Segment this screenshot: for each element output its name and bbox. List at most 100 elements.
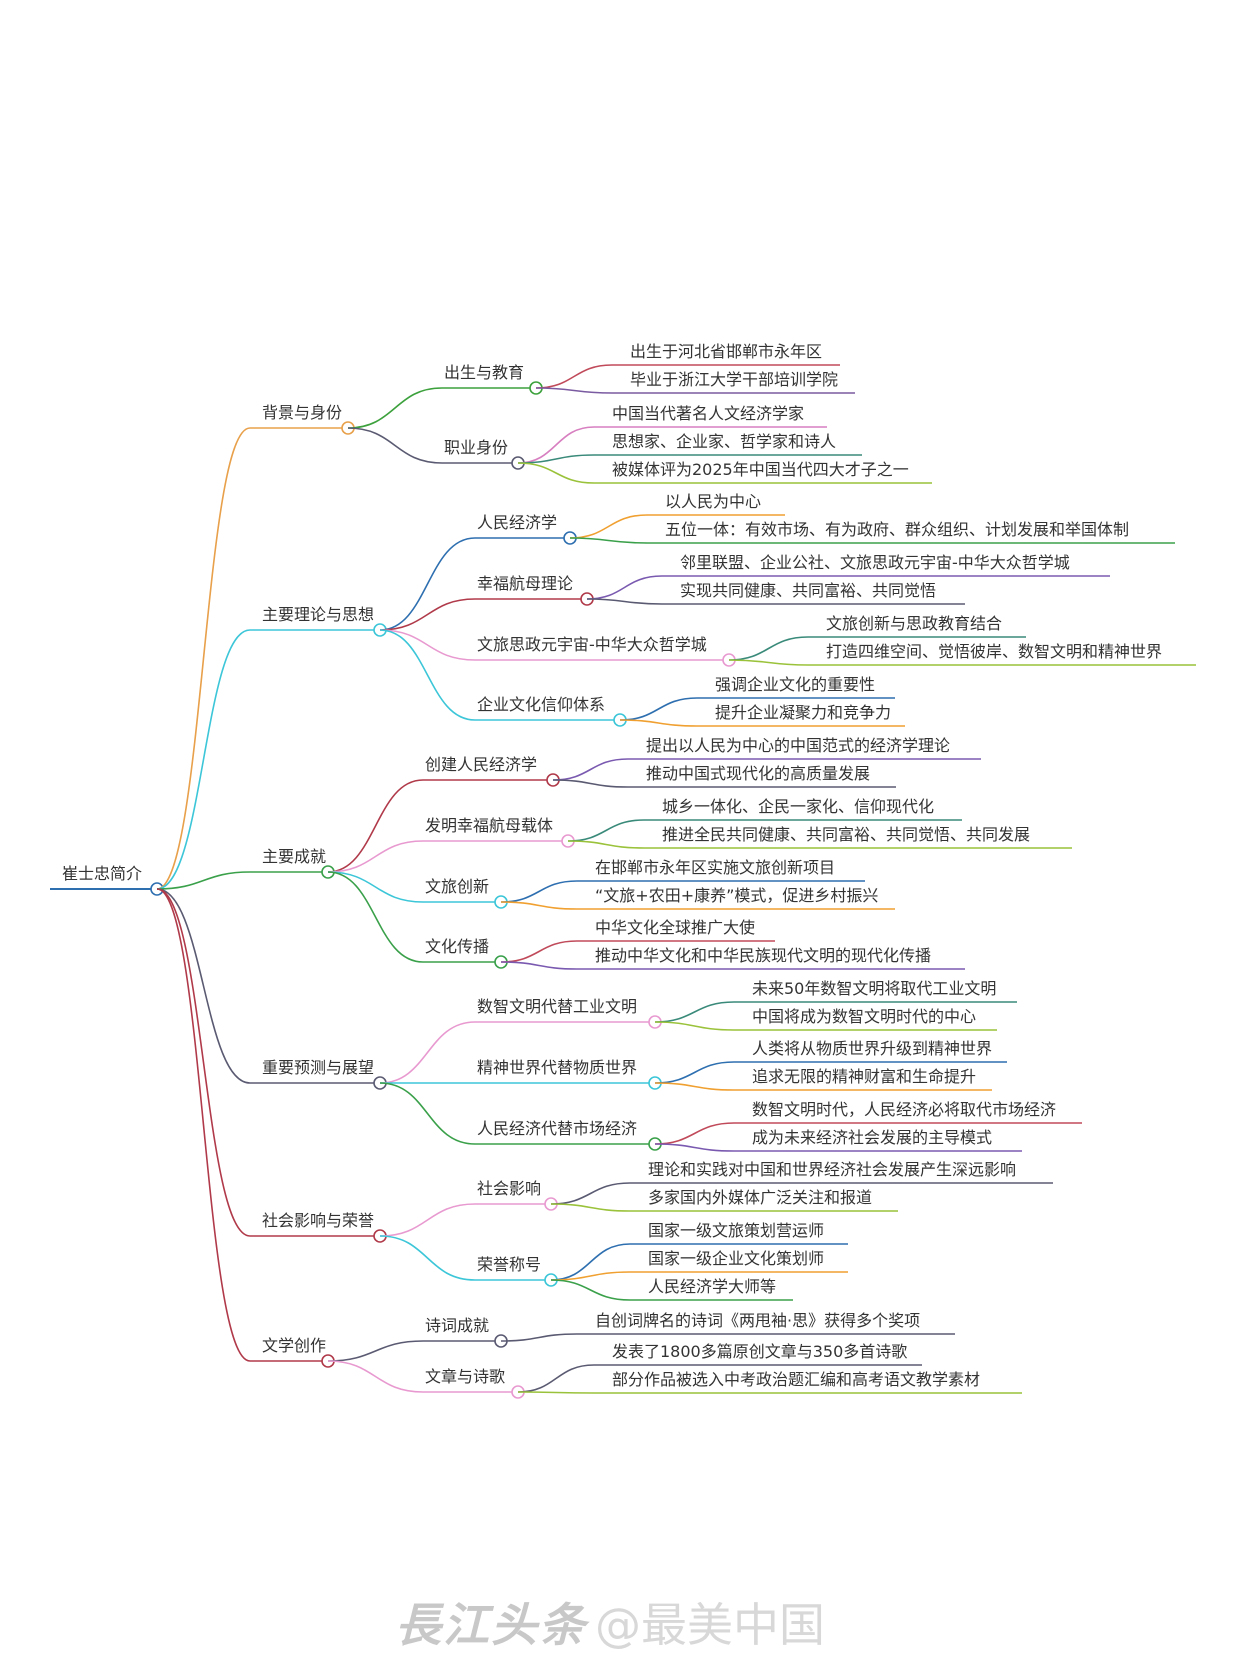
detail-node-label: 自创词牌名的诗词《两甩袖·思》获得多个奖项: [595, 1311, 921, 1330]
branch-node-label: 重要预测与展望: [262, 1058, 375, 1077]
topic-connector: [347, 387, 443, 429]
topic-node-label: 幸福航母理论: [477, 574, 574, 593]
topic-node-label: 社会影响: [477, 1179, 542, 1198]
detail-connector: [569, 514, 648, 539]
detail-node-label: 理论和实践对中国和世界经济社会发展产生深远影响: [648, 1160, 1017, 1179]
topic-connector: [327, 1360, 424, 1393]
detail-connector: [535, 387, 613, 394]
detail-connector: [567, 840, 645, 849]
detail-connector: [654, 1143, 735, 1152]
detail-node-label: 文旅创新与思政教育结合: [826, 614, 1003, 633]
topic-connector: [379, 537, 476, 631]
detail-node-label: 未来50年数智文明将取代工业文明: [752, 979, 997, 998]
branch-connector: [156, 888, 251, 1237]
detail-node-label: 推动中华文化和中华民族现代文明的现代化传播: [595, 946, 932, 965]
detail-connector: [517, 1364, 595, 1393]
detail-connector: [550, 1203, 631, 1212]
detail-node-label: 提升企业凝聚力和竞争力: [715, 703, 892, 722]
branch-connector: [156, 629, 251, 890]
detail-node-label: 出生于河北省邯郸市永年区: [630, 342, 823, 361]
detail-connector: [535, 364, 613, 389]
detail-connector: [500, 880, 578, 903]
detail-connector: [550, 1243, 631, 1281]
topic-connector: [379, 1235, 476, 1281]
topic-connector: [379, 1203, 476, 1237]
topic-connector: [327, 871, 424, 963]
detail-node-label: 国家一级文旅策划营运师: [648, 1221, 825, 1240]
detail-connector: [517, 1391, 595, 1394]
detail-node-label: 推动中国式现代化的高质量发展: [646, 764, 871, 783]
topic-node-label: 文章与诗歌: [425, 1367, 506, 1386]
detail-connector: [517, 462, 595, 484]
topic-connector: [327, 871, 424, 903]
detail-node-label: 提出以人民为中心的中国范式的经济学理论: [646, 736, 951, 755]
branch-connector: [156, 888, 251, 1084]
detail-connector: [586, 575, 663, 600]
detail-node-label: 数智文明时代，人民经济必将取代市场经济: [752, 1100, 1057, 1119]
detail-node-label: 毕业于浙江大学干部培训学院: [630, 370, 839, 389]
detail-connector: [654, 1122, 735, 1145]
detail-node-label: 国家一级企业文化策划师: [648, 1249, 825, 1268]
branch-connector: [156, 871, 251, 890]
topic-node-label: 出生与教育: [444, 363, 525, 382]
detail-connector: [500, 1333, 578, 1342]
detail-node-label: 被媒体评为2025年中国当代四大才子之一: [612, 460, 909, 479]
detail-node-label: 中国当代著名人文经济学家: [612, 404, 805, 423]
detail-connector: [728, 636, 809, 661]
detail-connector: [569, 537, 648, 544]
topic-node-label: 创建人民经济学: [425, 755, 538, 774]
topic-node-label: 人民经济代替市场经济: [477, 1119, 638, 1138]
detail-node-label: 邻里联盟、企业公社、文旅思政元宇宙-中华大众哲学城: [680, 553, 1070, 572]
branch-connector: [156, 427, 251, 890]
detail-connector: [517, 426, 595, 464]
branch-node-label: 社会影响与荣誉: [262, 1211, 375, 1230]
branch-node-label: 主要成就: [262, 847, 327, 866]
topic-connector: [327, 840, 424, 873]
branch-node-label: 主要理论与思想: [262, 605, 375, 624]
topic-connector: [347, 427, 443, 464]
detail-node-label: “文旅+农田+康养”模式，促进乡村振兴: [595, 886, 879, 905]
topic-node-label: 文旅创新: [425, 877, 490, 896]
detail-connector: [619, 719, 698, 727]
detail-node-label: 中国将成为数智文明时代的中心: [752, 1007, 977, 1026]
detail-connector: [550, 1182, 631, 1205]
detail-connector: [550, 1279, 631, 1301]
topic-node-label: 文旅思政元宇宙-中华大众哲学城: [477, 635, 707, 654]
detail-connector: [654, 1001, 735, 1023]
detail-connector: [654, 1082, 735, 1091]
detail-node-label: 强调企业文化的重要性: [715, 675, 876, 694]
detail-connector: [500, 940, 578, 963]
detail-node-label: 思想家、企业家、哲学家和诗人: [612, 432, 837, 451]
detail-node-label: 追求无限的精神财富和生命提升: [752, 1067, 977, 1086]
topic-node-label: 企业文化信仰体系: [477, 695, 606, 714]
detail-connector: [654, 1021, 735, 1031]
branch-connector: [156, 888, 251, 1362]
root-node-label: 崔士忠简介: [62, 864, 143, 883]
detail-node-label: 成为未来经济社会发展的主导模式: [752, 1128, 993, 1147]
topic-node-label: 荣誉称号: [477, 1255, 542, 1274]
topic-connector: [379, 598, 476, 631]
topic-connector: [327, 1340, 424, 1362]
detail-node-label: 打造四维空间、觉悟彼岸、数智文明和精神世界: [826, 642, 1163, 661]
topic-node-label: 人民经济学: [477, 513, 558, 532]
detail-node-label: 中华文化全球推广大使: [595, 918, 756, 937]
topic-connector: [379, 1082, 476, 1145]
detail-node-label: 在邯郸市永年区实施文旅创新项目: [595, 858, 836, 877]
topic-connector: [327, 779, 424, 873]
branch-node-label: 文学创作: [262, 1336, 327, 1355]
topic-node-label: 发明幸福航母载体: [425, 816, 554, 835]
topic-node-label: 精神世界代替物质世界: [477, 1058, 638, 1077]
detail-connector: [728, 659, 809, 666]
topic-connector: [379, 629, 476, 721]
detail-node-label: 以人民为中心: [665, 492, 762, 511]
topic-connector: [379, 1021, 476, 1084]
topic-node-label: 诗词成就: [425, 1316, 490, 1335]
branch-node-label: 背景与身份: [262, 403, 343, 422]
detail-node-label: 多家国内外媒体广泛关注和报道: [648, 1188, 873, 1207]
detail-connector: [500, 901, 578, 910]
detail-node-label: 部分作品被选入中考政治题汇编和高考语文教学素材: [612, 1370, 981, 1389]
detail-node-label: 人类将从物质世界升级到精神世界: [752, 1039, 993, 1058]
detail-node-label: 城乡一体化、企民一家化、信仰现代化: [662, 797, 935, 816]
